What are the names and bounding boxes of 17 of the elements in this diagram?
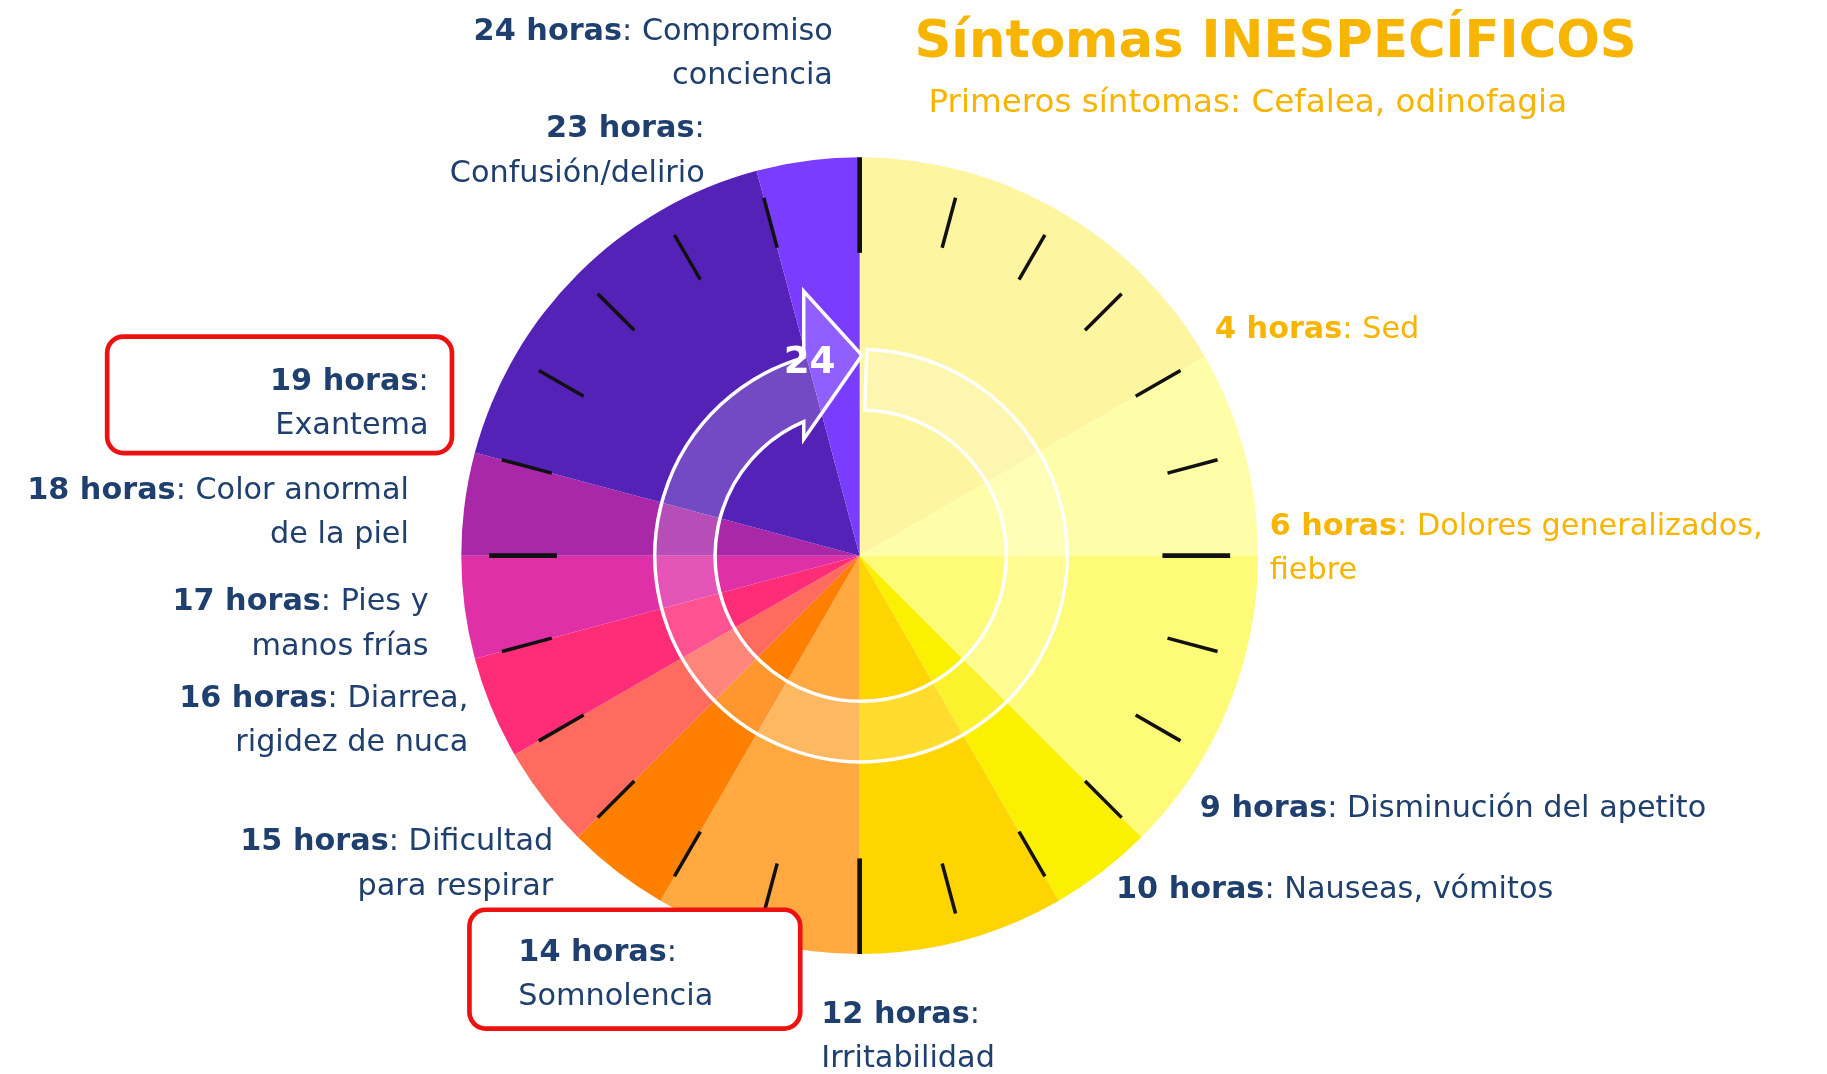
time-label: 4 horas: Sed [1214, 308, 1421, 347]
time-label: 19 horas: Exantema [269, 361, 429, 444]
time-label: 15 horas: Dificultad para respirar [239, 821, 554, 904]
time-label: 14 horas: Somnolencia [518, 932, 715, 1015]
highlight-box [104, 334, 455, 456]
time-label: 16 horas: Diarrea, rigidez de nuca [178, 678, 469, 761]
time-label: 12 horas: Irritabilidad [821, 993, 996, 1074]
highlight-box [467, 907, 803, 1031]
title: Síntomas INESPECÍFICOS [914, 8, 1637, 71]
time-label: 17 horas: Pies y manos frías [171, 581, 429, 664]
time-label: 24 horas: Compromiso conciencia [472, 10, 833, 93]
time-label: 9 horas: Disminución del apetito [1199, 787, 1708, 826]
time-label: 18 horas: Color anormal de la piel [26, 469, 409, 552]
time-label: 6 horas: Dolores generalizados, fiebre [1269, 505, 1764, 588]
time-label: 23 horas: Confusión/delirio [448, 108, 705, 191]
time-label: 10 horas: Nauseas, vómitos [1115, 869, 1555, 908]
subtitle: Primeros síntomas: Cefalea, odinofagia [928, 80, 1569, 122]
